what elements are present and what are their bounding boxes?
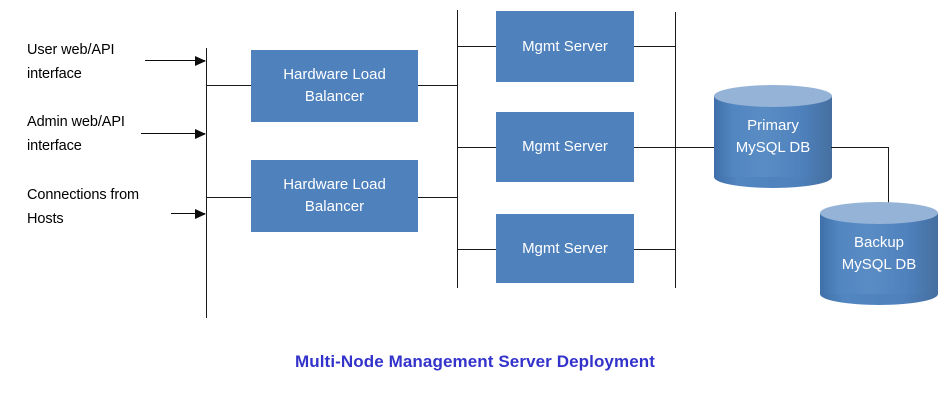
cylinder-body-primary (714, 96, 832, 177)
backup-mysql-db[interactable]: Backup MySQL DB (820, 202, 938, 305)
hardware-load-balancer-1[interactable]: Hardware Load Balancer (251, 50, 418, 122)
bus-line-middle (457, 10, 458, 288)
connector-mgmt2-to-bus-right (634, 147, 676, 148)
connector-lb1-to-bus-mid (418, 85, 458, 86)
cylinder-top-backup (820, 202, 938, 224)
input-label-admin-web-api: Admin web/API interface (27, 114, 125, 154)
mgmt-server-2[interactable]: Mgmt Server (496, 112, 634, 182)
connector-bus-mid-to-mgmt3 (457, 249, 497, 250)
input-label-user-web-api: User web/API interface (27, 42, 115, 82)
cylinder-top-primary (714, 85, 832, 107)
connector-bus-right-to-primary-db (675, 147, 720, 148)
connector-lb2-to-bus-mid (418, 197, 458, 198)
connector-mgmt1-to-bus-right (634, 46, 676, 47)
primary-mysql-db[interactable]: Primary MySQL DB (714, 85, 832, 188)
primary-mysql-db-label: Primary MySQL DB (735, 116, 811, 156)
connector-bus-mid-to-mgmt2 (457, 147, 497, 148)
connector-mgmt3-to-bus-right (634, 249, 676, 250)
diagram-caption: Multi-Node Management Server Deployment (294, 352, 656, 371)
connector-bus-left-to-lb1 (206, 85, 252, 86)
arrow-admin-web-api (141, 128, 206, 139)
connector-bus-left-to-lb2 (206, 197, 252, 198)
backup-mysql-db-label: Backup MySQL DB (841, 233, 917, 273)
arrow-user-web-api (145, 55, 206, 66)
bus-line-left (206, 48, 207, 318)
mgmt-server-1[interactable]: Mgmt Server (496, 11, 634, 82)
connector-primary-to-backup-horizontal (831, 147, 889, 148)
bus-line-right (675, 12, 676, 288)
hardware-load-balancer-2[interactable]: Hardware Load Balancer (251, 160, 418, 232)
connector-primary-to-backup-vertical (888, 147, 889, 217)
arrow-connections-from-hosts (171, 208, 206, 219)
input-label-connections-from-hosts: Connections from Hosts (27, 187, 140, 227)
cylinder-body-backup (820, 213, 938, 294)
mgmt-server-3[interactable]: Mgmt Server (496, 214, 634, 283)
connector-bus-mid-to-mgmt1 (457, 46, 497, 47)
